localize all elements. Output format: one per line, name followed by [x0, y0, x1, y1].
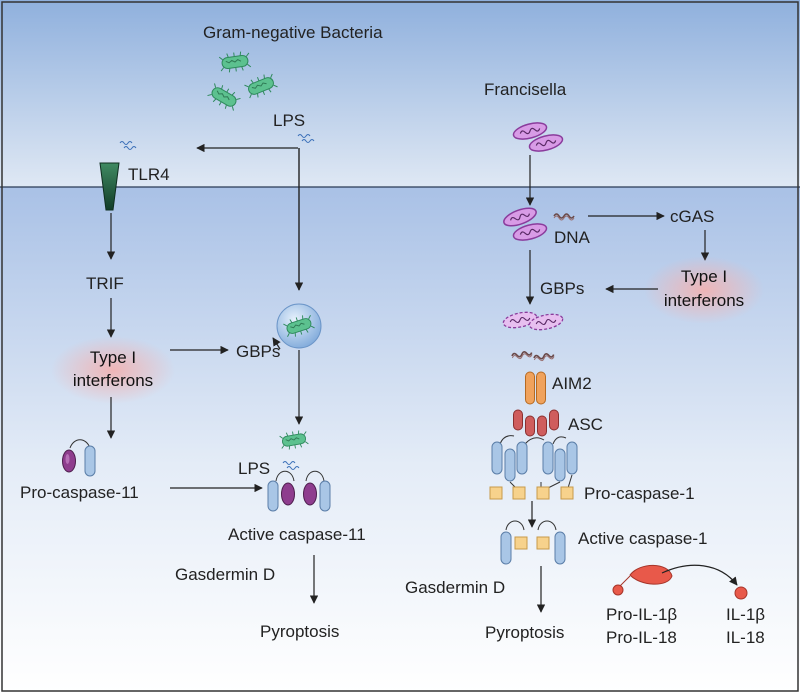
tlr4-label: TLR4: [128, 165, 170, 184]
active-caspase-11-label: Active caspase-11: [228, 525, 366, 544]
tlr4-receptor-icon: [99, 162, 120, 211]
pro-caspase-1-icon: [489, 435, 578, 500]
arrow-cleavage: [661, 564, 738, 586]
pyroptosis-right-label: Pyroptosis: [485, 623, 564, 642]
trif-label: TRIF: [86, 274, 124, 293]
cgas-label: cGAS: [670, 207, 714, 226]
dna-label: DNA: [554, 228, 591, 247]
gbps-right-label: GBPs: [540, 279, 584, 298]
interferon-glow-right: [644, 256, 764, 324]
pro-il1b-label: Pro-IL-1β: [606, 605, 677, 624]
arrow-gbps-to-vacuole: [272, 337, 281, 350]
gasdermin-d-right-label: Gasdermin D: [405, 578, 505, 597]
il18-label: IL-18: [726, 628, 765, 647]
pro-caspase-1-label: Pro-caspase-1: [584, 484, 695, 503]
type1-left-line2: interferons: [73, 371, 153, 390]
francisella-label: Francisella: [484, 80, 567, 99]
active-caspase-1-icon: [500, 520, 566, 565]
aim2-label: AIM2: [552, 374, 592, 393]
pro-il18-label: Pro-IL-18: [606, 628, 677, 647]
asc-label: ASC: [568, 415, 603, 434]
type1-left-line1: Type I: [90, 348, 136, 367]
lps-top-label: LPS: [273, 111, 305, 130]
type1-right-line2: interferons: [664, 291, 744, 310]
pro-interleukin-icon: [612, 564, 673, 596]
active-caspase-11-icon: [267, 470, 331, 512]
type1-right-line1: Type I: [681, 267, 727, 286]
gasdermin-d-left-label: Gasdermin D: [175, 565, 275, 584]
lps-mid-label: LPS: [238, 459, 270, 478]
interferon-glow-left: [51, 336, 175, 404]
pyroptosis-left-label: Pyroptosis: [260, 622, 339, 641]
il1b-label: IL-1β: [726, 605, 765, 624]
gram-negative-label: Gram-negative Bacteria: [203, 23, 383, 42]
mature-interleukin-icon: [734, 586, 748, 600]
lps-vacuole-icon: [276, 303, 322, 349]
pro-caspase-11-label: Pro-caspase-11: [20, 483, 139, 502]
active-caspase-1-label: Active caspase-1: [578, 529, 707, 548]
gbps-left-label: GBPs: [236, 342, 280, 361]
extracellular-space: [0, 0, 800, 187]
